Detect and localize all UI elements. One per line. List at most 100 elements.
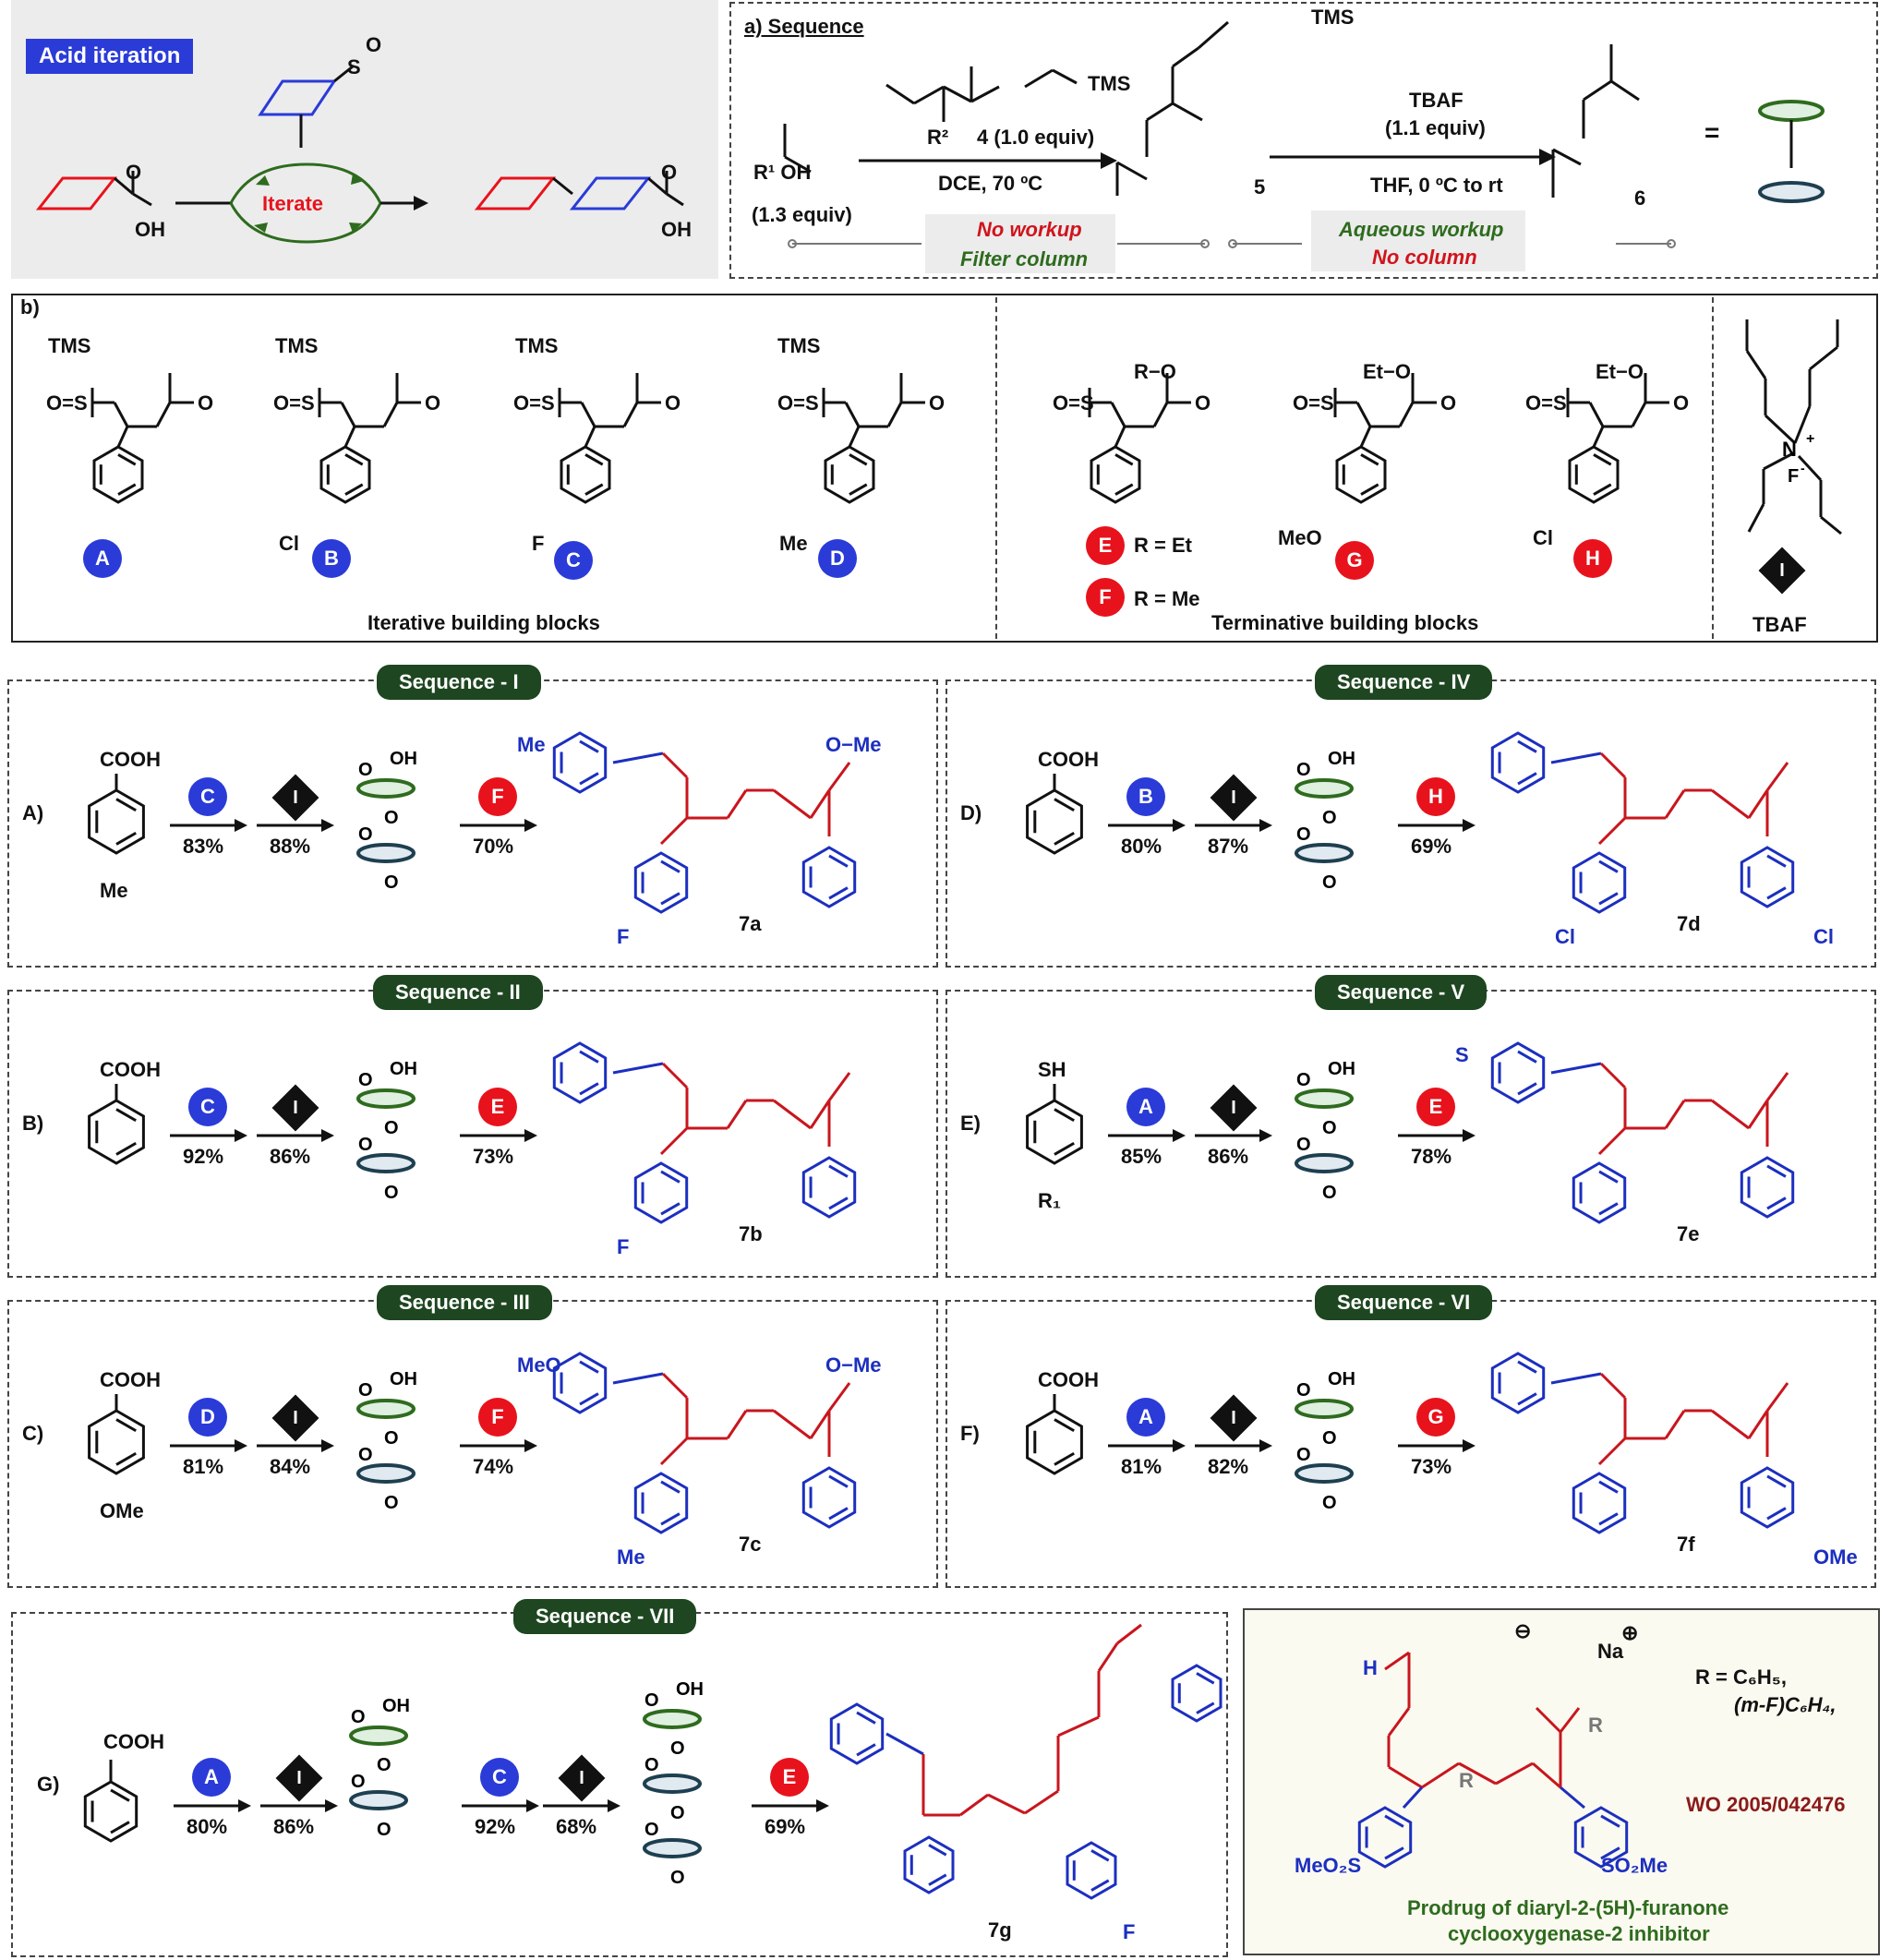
condition-1: DCE, 70 ºC [938, 172, 1043, 195]
seq-2-phenyl-ring [801, 1156, 857, 1219]
aqueous-workup-box [1311, 210, 1525, 271]
seq-2-start-head: COOH [100, 1058, 161, 1081]
seq-4-yield-1: 80% [1121, 835, 1162, 858]
svg-text:OH: OH [390, 1369, 417, 1389]
seq-5-arrow-3 [1398, 1129, 1475, 1142]
seq-6-arrow-2 [1195, 1439, 1272, 1452]
bb-h-os: O=S [1525, 391, 1567, 415]
seq-6-arrow-1 [1108, 1439, 1186, 1452]
seq-2-yield-3: 73% [473, 1145, 514, 1168]
svg-text:O: O [644, 1690, 659, 1711]
acid-iteration-scheme [35, 65, 684, 244]
svg-text:O: O [377, 1820, 391, 1840]
acid-o-label: O [126, 161, 142, 184]
seq-1-aryl-sub: F [617, 925, 630, 948]
seq-5-left-sub: S [1455, 1043, 1469, 1066]
iterate-label: Iterate [262, 192, 324, 215]
seq-1-yield-3: 70% [473, 835, 514, 858]
seq-3-start-head: COOH [100, 1368, 161, 1391]
prodrug-h: H [1363, 1656, 1378, 1679]
filter-column-label: Filter column [960, 247, 1089, 271]
seq-3-aryl-sub: Me [617, 1545, 645, 1569]
seq-7-arrow-2 [260, 1799, 338, 1812]
seq-7-arrow-4 [543, 1799, 620, 1812]
seq-4-yield-3: 69% [1411, 835, 1452, 858]
bb-d-tms: TMS [777, 334, 821, 357]
sequence-a-scheme [783, 20, 1825, 248]
ylide-s-label: S [347, 55, 361, 78]
seq-7-arrow-3 [462, 1799, 539, 1812]
prodrug-r-left: R [1459, 1769, 1474, 1792]
seq-5-row-label: E) [960, 1112, 981, 1135]
svg-text:O: O [351, 1707, 366, 1727]
seq-5-start-ring [1026, 1099, 1083, 1165]
seq-2-start-ring [88, 1099, 145, 1165]
seq-7-yield-1: 80% [187, 1815, 228, 1838]
svg-text:OH: OH [1328, 749, 1355, 769]
seq-1-yield-1: 83% [183, 835, 224, 858]
r1-oh: R¹ OH [753, 161, 812, 184]
svg-text:O: O [929, 391, 945, 415]
seq-6-reagent-badge-3: G [1416, 1398, 1455, 1437]
acid-oh-label: OH [135, 218, 165, 241]
bb-c-tms: TMS [515, 334, 559, 357]
prodrug-na: Na [1597, 1640, 1624, 1663]
seq-1-tbaf-letter-2: I [293, 788, 298, 808]
bb-b-tms: TMS [275, 334, 319, 357]
svg-text:O: O [1322, 808, 1337, 828]
bb-c-skeleton: O [558, 373, 681, 504]
svg-text:O: O [425, 391, 440, 415]
svg-text:O: O [384, 1183, 399, 1203]
seq-5-yield-1: 85% [1121, 1145, 1162, 1168]
seq-4-aryl-sub-2: Cl [1813, 925, 1834, 948]
seq-4-product-label: 7d [1677, 912, 1701, 935]
seq-5-product-label: 7e [1677, 1222, 1700, 1245]
svg-text:O: O [1322, 872, 1337, 893]
seq-7-product-structure [829, 1623, 1223, 1900]
svg-text:O: O [198, 391, 213, 415]
seq-5-left-ring [1490, 1041, 1546, 1104]
bb-h-aryl-ring [1568, 445, 1620, 504]
prodrug-r-def-1: R = C₆H₅, [1695, 1665, 1787, 1689]
seq-7-yield-3: 92% [475, 1815, 516, 1838]
compound-5-label: 5 [1254, 175, 1266, 198]
seq-1-left-ring [552, 731, 608, 794]
seq-6-product-label: 7f [1677, 1533, 1695, 1556]
svg-text:O: O [1322, 1428, 1337, 1449]
seq-4-start-ring [1026, 788, 1083, 855]
seq-1-yield-2: 88% [270, 835, 311, 858]
svg-text:O: O [1322, 1118, 1337, 1138]
seq-3-start-sub: OMe [100, 1499, 144, 1522]
product-o-label: O [661, 161, 678, 184]
sequence-vii-product: 7g [988, 1918, 1012, 1942]
seq-4-phenyl-ring [1740, 846, 1795, 908]
seq-1-aryl-ring [633, 851, 689, 914]
bb-badge-c: C [554, 541, 593, 580]
svg-text:O: O [1322, 1183, 1337, 1203]
seq-6-row-label: F) [960, 1422, 980, 1445]
seq-1-pill: Sequence - I [377, 665, 541, 700]
seq-3-product-structure [552, 1352, 857, 1534]
svg-text:O: O [384, 1118, 399, 1138]
svg-text:O: O [670, 1868, 685, 1888]
seq-3-product-label: 7c [739, 1533, 762, 1556]
seq-2-reagent-badge-3: E [478, 1088, 517, 1126]
iterative-caption: Iterative building blocks [367, 611, 600, 634]
bb-b-aryl-ring [319, 445, 371, 504]
bb-badge-e: E [1086, 526, 1125, 565]
bb-g-skeleton: O [1333, 373, 1456, 504]
seq-6-pill: Sequence - VI [1315, 1285, 1493, 1320]
prodrug-plus: ⊕ [1621, 1621, 1639, 1644]
seq-7-tbaf-letter-2: I [296, 1768, 302, 1788]
seq-2-yield-1: 92% [183, 1145, 224, 1168]
seq-2-arrow-3 [460, 1129, 537, 1142]
bb-badge-b: B [312, 539, 351, 578]
bb-divider-2 [1712, 297, 1714, 639]
svg-text:OH: OH [1328, 1369, 1355, 1389]
seq-2-reagent-badge-1: C [188, 1088, 227, 1126]
seq-3-arrow-1 [170, 1439, 247, 1452]
reagent4-label: 4 (1.0 equiv) [977, 126, 1095, 149]
seq-1-row-label: A) [22, 801, 44, 824]
